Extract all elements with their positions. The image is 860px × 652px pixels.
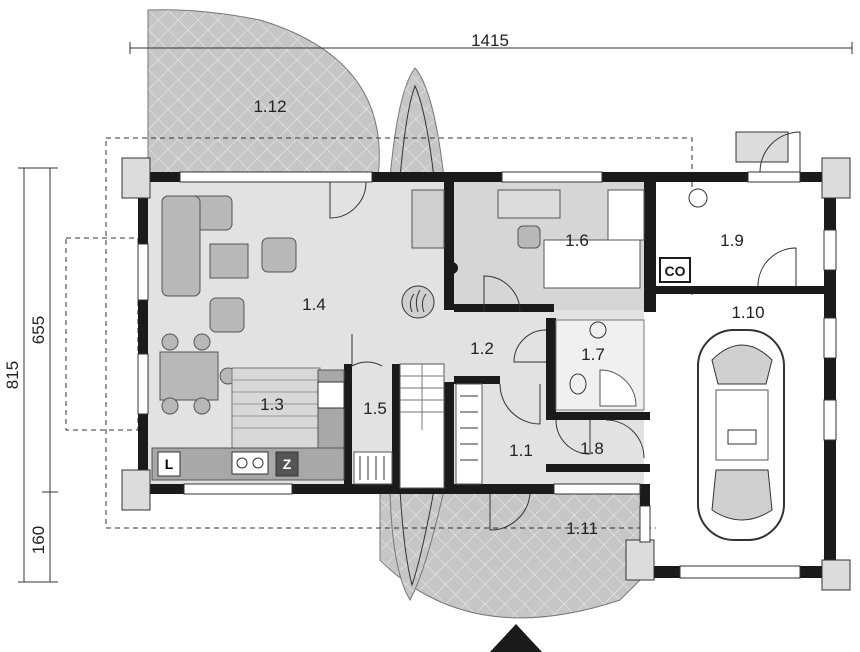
toilet-icon	[569, 373, 587, 395]
sofa-furniture	[161, 195, 297, 333]
washbasin-utility-icon	[688, 188, 708, 208]
doors	[329, 131, 801, 531]
bay-window-front	[389, 489, 445, 602]
wardrobe-bedroom	[607, 189, 645, 241]
chair	[517, 225, 541, 249]
room-label-1-9: 1.9	[720, 231, 744, 250]
entrance-arrow-icon	[490, 624, 542, 652]
roof-outline	[105, 137, 693, 529]
walls	[138, 172, 842, 584]
shower-icon	[599, 369, 637, 407]
column	[446, 262, 458, 274]
pilasters	[121, 131, 851, 591]
boiler-marker: CO	[665, 263, 686, 279]
roof-outline-side	[65, 237, 139, 431]
dimension-depth-total: 815	[3, 361, 22, 389]
terrace-front	[379, 489, 641, 619]
sink-marker: Z	[283, 456, 292, 472]
bay-window-rear	[389, 67, 445, 179]
dimension-depth-main: 655	[29, 316, 48, 344]
fridge-marker: L	[165, 456, 174, 472]
bed	[543, 239, 641, 289]
boiler-box	[659, 257, 691, 283]
desk	[497, 189, 561, 219]
sink-icon	[231, 451, 269, 475]
windows	[137, 171, 837, 579]
room-label-1-7: 1.7	[581, 345, 605, 364]
dimension-width: 1415	[471, 31, 509, 50]
room-label-1-11: 1.11	[566, 519, 598, 538]
room-label-1-5: 1.5	[363, 399, 387, 418]
dimension-lines	[18, 42, 853, 583]
washbasin-icon	[589, 321, 607, 339]
fridge-icon	[157, 451, 181, 477]
room-label-1-2: 1.2	[470, 339, 494, 358]
fireplace-icon	[401, 285, 435, 319]
chimney	[411, 189, 445, 249]
room-label-1-6: 1.6	[565, 231, 589, 250]
wardrobe-hall	[353, 451, 393, 485]
cooktop-icon	[317, 381, 345, 409]
room-label-1-1: 1.1	[509, 441, 533, 460]
dishwasher-icon	[275, 451, 299, 477]
wardrobe-entry	[455, 383, 483, 485]
dimension-depth-front: 160	[29, 526, 48, 554]
room-label-1-4: 1.4	[302, 295, 326, 314]
terrace-rear	[147, 9, 380, 179]
room-label-1-10: 1.10	[731, 303, 764, 322]
room-label-1-3: 1.3	[260, 395, 284, 414]
room-label-1-8: 1.8	[580, 439, 604, 458]
room-label-1-12: 1.12	[253, 97, 286, 116]
staircase	[399, 363, 445, 489]
car-icon	[697, 329, 785, 541]
